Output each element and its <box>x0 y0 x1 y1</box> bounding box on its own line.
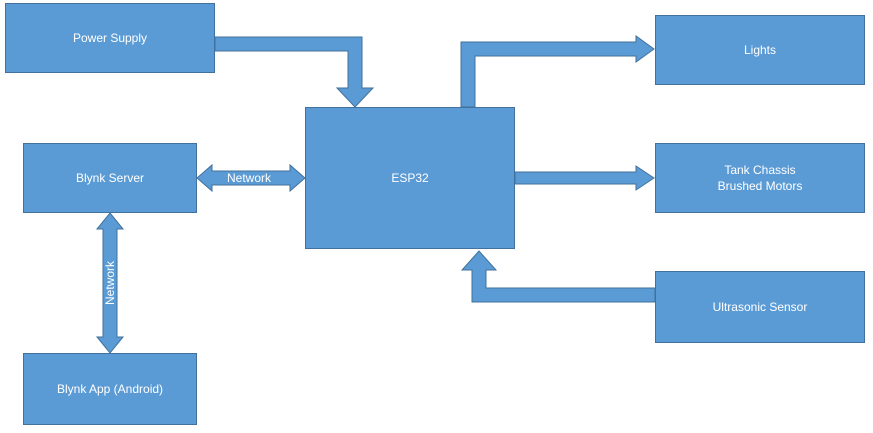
blynk-app-label: Blynk App (Android) <box>56 382 164 396</box>
power-supply-label: Power Supply <box>72 31 148 45</box>
esp32-label: ESP32 <box>391 171 429 185</box>
lights-label: Lights <box>743 43 777 57</box>
tank-chassis-label-line1: Tank Chassis <box>724 163 796 177</box>
network-label-horizontal: Network <box>227 171 272 185</box>
tank-chassis-label-line2: Brushed Motors <box>717 179 803 193</box>
arrow-sensor-to-esp32 <box>460 250 656 303</box>
arrow-esp32-to-tank <box>514 165 655 191</box>
blynk-app-box: Blynk App (Android) <box>23 353 197 425</box>
network-label-vertical: Network <box>103 260 117 306</box>
arrow-esp32-to-lights <box>460 35 655 108</box>
arrow-power-to-esp32 <box>214 36 375 108</box>
power-supply-box: Power Supply <box>5 3 215 73</box>
ultrasonic-sensor-label: Ultrasonic Sensor <box>712 300 808 314</box>
blynk-server-box: Blynk Server <box>23 143 197 213</box>
lights-box: Lights <box>655 15 865 85</box>
esp32-box: ESP32 <box>305 107 515 249</box>
tank-chassis-box: Tank Chassis Brushed Motors <box>655 143 865 213</box>
blynk-server-label: Blynk Server <box>75 171 145 185</box>
ultrasonic-sensor-box: Ultrasonic Sensor <box>655 271 865 343</box>
